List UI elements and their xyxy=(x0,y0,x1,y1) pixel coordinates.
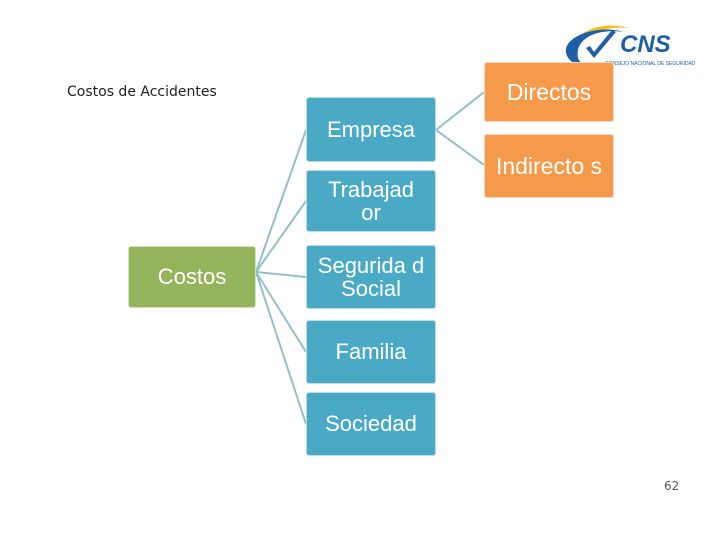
node-familia: Familia xyxy=(306,320,436,384)
page-number: 62 xyxy=(664,479,680,493)
node-directos-label: Directos xyxy=(506,78,592,105)
connector-costos-empresa xyxy=(255,129,307,273)
node-seguridad-social-label: Segurida d Social xyxy=(317,252,425,301)
node-costos-label: Costos xyxy=(157,264,227,290)
connector-costos-seguridad xyxy=(255,271,307,278)
node-directos: Directos xyxy=(484,62,614,122)
node-indirectos-label: Indirecto s xyxy=(495,152,603,179)
connector-costos-sociedad xyxy=(255,271,307,425)
cns-logo: CNS CONSEJO NACIONAL DE SEGURIDAD xyxy=(565,25,696,67)
connector-costos-familia xyxy=(255,271,307,353)
logo-swoosh-blue xyxy=(565,29,624,67)
node-familia-label: Familia xyxy=(335,339,407,365)
node-indirectos: Indirecto s xyxy=(484,134,614,198)
connector-empresa-directos xyxy=(435,91,485,131)
node-trabajador-label: Trabajad or xyxy=(327,176,414,225)
node-sociedad: Sociedad xyxy=(306,392,436,456)
slide-title: Costos de Accidentes xyxy=(67,84,217,100)
node-trabajador: Trabajad or xyxy=(306,170,436,232)
node-empresa-label: Empresa xyxy=(326,116,416,142)
node-costos: Costos xyxy=(128,246,256,308)
logo-text: CNS xyxy=(620,31,671,58)
node-seguridad-social: Segurida d Social xyxy=(306,245,436,309)
logo-check xyxy=(586,30,616,58)
connector-costos-trabajador xyxy=(255,200,307,273)
node-sociedad-label: Sociedad xyxy=(325,411,417,437)
node-empresa: Empresa xyxy=(306,97,436,162)
connector-empresa-indirectos xyxy=(435,129,485,166)
logo-subtitle: CONSEJO NACIONAL DE SEGURIDAD xyxy=(605,61,696,67)
